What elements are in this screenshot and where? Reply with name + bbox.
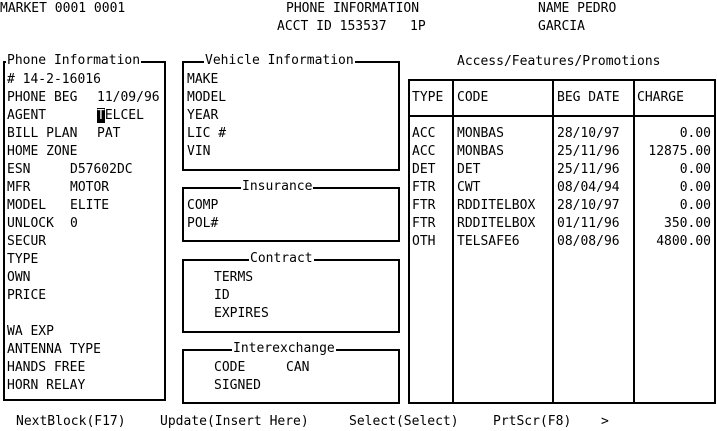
model-field[interactable]: ELITE <box>70 198 110 213</box>
cell-code: TELSAFE6 <box>457 234 520 249</box>
column-header-type: TYPE <box>412 90 444 105</box>
cell-type: OTH <box>412 234 436 249</box>
cell-charge: 0.00 <box>679 126 711 141</box>
vin-label: VIN <box>187 144 211 159</box>
bill-plan-label: BILL PLAN <box>7 126 78 141</box>
type-label: TYPE <box>7 252 39 267</box>
cell-type: DET <box>412 162 436 177</box>
cell-charge: 4800.00 <box>656 234 711 249</box>
insurance-title: Insurance <box>241 179 314 195</box>
cell-charge: 0.00 <box>679 162 711 177</box>
make-label: MAKE <box>187 72 219 87</box>
unlock-label: UNLOCK <box>7 216 54 231</box>
signed-label: SIGNED <box>214 378 261 393</box>
cell-beg-date: 28/10/97 <box>557 126 620 141</box>
comp-label: COMP <box>187 198 219 213</box>
account-id: ACCT ID 153537 1P <box>277 19 426 34</box>
secur-label: SECUR <box>7 234 47 249</box>
policy-label: POL# <box>187 216 219 231</box>
own-label: OWN <box>7 270 31 285</box>
more-keys-arrow[interactable]: > <box>601 414 609 429</box>
screen-title: PHONE INFORMATION <box>286 1 420 16</box>
agent-field-value: ELCEL <box>104 108 144 123</box>
cell-beg-date: 01/11/96 <box>557 216 620 231</box>
vehicle-model-label: MODEL <box>187 90 227 105</box>
customer-last-name: GARCIA <box>538 19 585 34</box>
license-label: LIC # <box>187 126 227 141</box>
cell-type: FTR <box>412 198 436 213</box>
cell-charge: 0.00 <box>679 180 711 195</box>
column-header-code: CODE <box>457 90 489 105</box>
features-column-divider <box>633 79 635 404</box>
cell-beg-date: 28/10/97 <box>557 198 620 213</box>
interexchange-title: Interexchange <box>232 341 336 357</box>
cell-type: FTR <box>412 216 436 231</box>
column-header-charge: CHARGE <box>637 90 684 105</box>
agent-label: AGENT <box>7 108 47 123</box>
phone-number: # 14-2-16016 <box>7 72 101 87</box>
cell-beg-date: 08/08/96 <box>557 234 620 249</box>
cell-beg-date: 25/11/96 <box>557 144 620 159</box>
interexchange-code-label: CODE <box>214 360 246 375</box>
features-title: Access/Features/Promotions <box>457 54 661 69</box>
column-header-beg-date: BEG DATE <box>557 90 620 105</box>
cell-code: MONBAS <box>457 126 504 141</box>
phone-beg-label: PHONE BEG <box>7 90 78 105</box>
features-header-divider <box>408 115 716 117</box>
features-column-divider <box>452 79 454 404</box>
bill-plan-field[interactable]: PAT <box>97 126 121 141</box>
terms-label: TERMS <box>214 270 254 285</box>
select-key[interactable]: Select(Select) <box>349 414 459 429</box>
cell-type: FTR <box>412 180 436 195</box>
wa-exp-label: WA EXP <box>7 324 54 339</box>
vehicle-information-title: Vehicle Information <box>204 53 355 69</box>
expires-label: EXPIRES <box>214 306 269 321</box>
contract-id-label: ID <box>214 288 230 303</box>
mfr-field[interactable]: MOTOR <box>70 180 110 195</box>
cell-type: ACC <box>412 144 436 159</box>
price-label: PRICE <box>7 288 47 303</box>
esn-label: ESN <box>7 162 31 177</box>
update-key[interactable]: Update(Insert Here) <box>160 414 309 429</box>
cell-charge: 12875.00 <box>648 144 711 159</box>
contract-title: Contract <box>249 251 314 267</box>
cell-code: RDDITELBOX <box>457 198 536 213</box>
cell-code: RDDITELBOX <box>457 216 536 231</box>
unlock-field[interactable]: 0 <box>70 216 78 231</box>
cell-code: CWT <box>457 180 481 195</box>
agent-field[interactable]: TELCEL <box>97 107 144 125</box>
antenna-type-label: ANTENNA TYPE <box>7 342 101 357</box>
next-block-key[interactable]: NextBlock(F17) <box>16 414 126 429</box>
horn-relay-label: HORN RELAY <box>7 378 86 393</box>
mfr-label: MFR <box>7 180 31 195</box>
market-label: MARKET 0001 0001 <box>0 1 126 16</box>
features-table <box>408 79 716 404</box>
home-zone-label: HOME ZONE <box>7 144 78 159</box>
customer-name: NAME PEDRO <box>538 1 617 16</box>
year-label: YEAR <box>187 108 219 123</box>
phone-information-title: Phone Information <box>6 53 142 69</box>
cell-type: ACC <box>412 126 436 141</box>
interexchange-code-field[interactable]: CAN <box>286 360 310 375</box>
cell-code: DET <box>457 162 481 177</box>
cell-code: MONBAS <box>457 144 504 159</box>
features-column-divider <box>552 79 554 404</box>
phone-beg-field[interactable]: 11/09/96 <box>97 90 160 105</box>
model-label: MODEL <box>7 198 47 213</box>
esn-field[interactable]: D57602DC <box>70 162 133 177</box>
text-cursor: T <box>97 108 105 123</box>
print-screen-key[interactable]: PrtScr(F8) <box>493 414 572 429</box>
cell-beg-date: 08/04/94 <box>557 180 620 195</box>
hands-free-label: HANDS FREE <box>7 360 86 375</box>
cell-charge: 0.00 <box>679 198 711 213</box>
cell-charge: 350.00 <box>664 216 711 231</box>
cell-beg-date: 25/11/96 <box>557 162 620 177</box>
